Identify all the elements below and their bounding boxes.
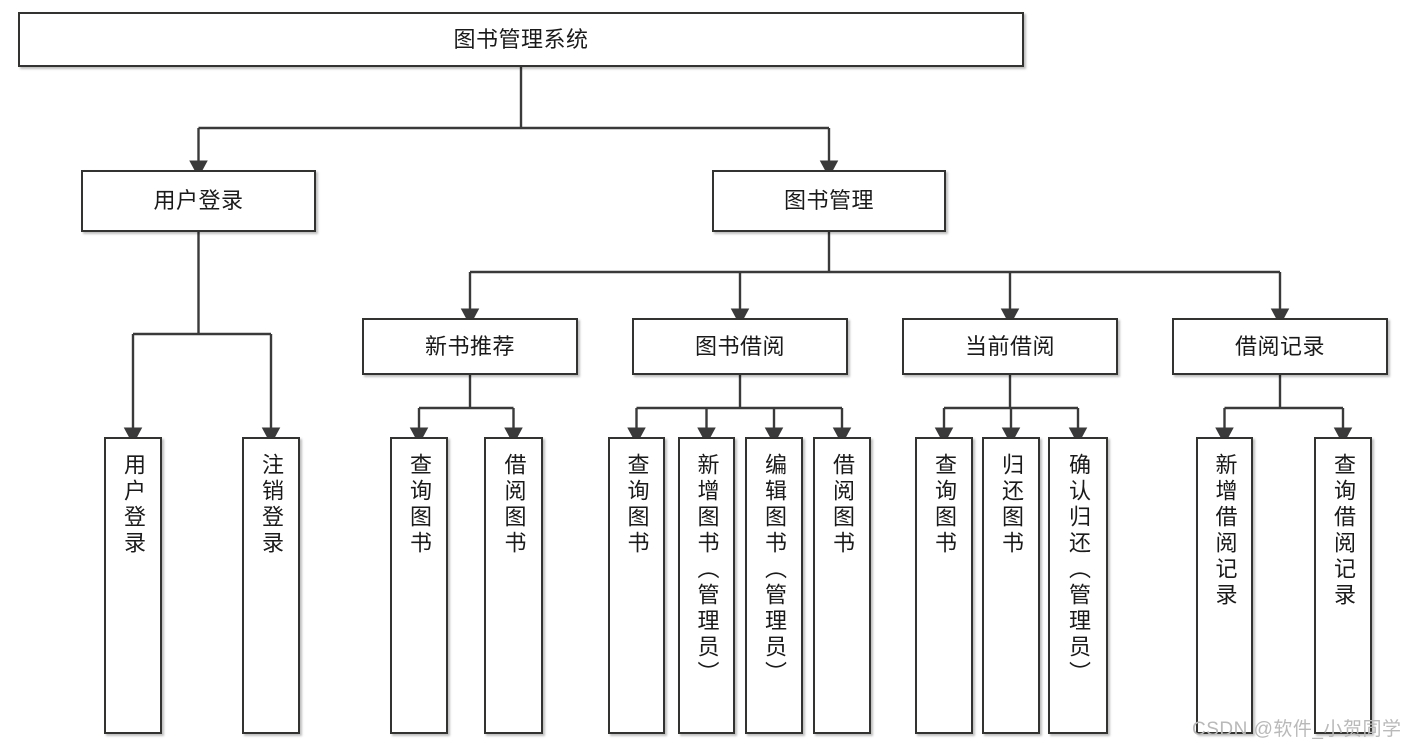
leaf-confirm-return[interactable]: 确认归还（管理员）: [1048, 437, 1108, 734]
leaf-add-borrow-record-label: 新增借阅记录: [1212, 453, 1238, 609]
node-borrow-record-label: 借阅记录: [1234, 333, 1325, 359]
node-current-borrow-label: 当前借阅: [964, 333, 1055, 359]
leaf-query-borrow-record-label: 查询借阅记录: [1331, 453, 1356, 609]
edge-group: [123, 67, 1353, 445]
node-borrow-record[interactable]: 借阅记录: [1172, 318, 1388, 375]
leaf-user-login[interactable]: 用户登录: [104, 437, 162, 734]
leaf-edit-book[interactable]: 编辑图书（管理员）: [745, 437, 803, 734]
node-book-manage[interactable]: 图书管理: [712, 170, 946, 232]
watermark: CSDN @软件_小贺同学: [1192, 719, 1402, 740]
node-root[interactable]: 图书管理系统: [18, 12, 1024, 67]
leaf-query-book-borrow[interactable]: 查询图书: [608, 437, 665, 734]
node-new-book-recommend[interactable]: 新书推荐: [362, 318, 578, 375]
leaf-borrow-book-recommend[interactable]: 借阅图书: [484, 437, 543, 734]
node-user-login[interactable]: 用户登录: [81, 170, 316, 232]
node-user-login-label: 用户登录: [153, 188, 244, 214]
leaf-borrow-book-recommend-label: 借阅图书: [501, 453, 527, 557]
node-book-borrow[interactable]: 图书借阅: [632, 318, 848, 375]
leaf-return-book-label: 归还图书: [999, 453, 1024, 557]
leaf-logout-label: 注销登录: [259, 453, 284, 557]
leaf-query-book-borrow-label: 查询图书: [624, 453, 650, 557]
node-book-borrow-label: 图书借阅: [694, 333, 785, 359]
node-new-book-recommend-label: 新书推荐: [424, 333, 515, 359]
leaf-return-book[interactable]: 归还图书: [982, 437, 1040, 734]
leaf-query-borrow-record[interactable]: 查询借阅记录: [1314, 437, 1372, 734]
leaf-edit-book-label: 编辑图书（管理员）: [762, 453, 787, 687]
leaf-borrow-book-label: 借阅图书: [830, 453, 855, 557]
leaf-borrow-book[interactable]: 借阅图书: [813, 437, 871, 734]
node-book-manage-label: 图书管理: [783, 188, 874, 214]
node-current-borrow[interactable]: 当前借阅: [902, 318, 1118, 375]
leaf-add-borrow-record[interactable]: 新增借阅记录: [1196, 437, 1253, 734]
leaf-query-book-recommend-label: 查询图书: [407, 453, 432, 557]
leaf-logout[interactable]: 注销登录: [242, 437, 300, 734]
leaf-user-login-label: 用户登录: [121, 453, 146, 557]
leaf-query-book-recommend[interactable]: 查询图书: [390, 437, 448, 734]
leaf-query-book-current-label: 查询图书: [932, 453, 957, 557]
leaf-add-book-label: 新增图书（管理员）: [694, 453, 720, 687]
node-root-label: 图书管理系统: [453, 26, 589, 52]
leaf-confirm-return-label: 确认归还（管理员）: [1066, 453, 1091, 687]
leaf-add-book[interactable]: 新增图书（管理员）: [678, 437, 735, 734]
leaf-query-book-current[interactable]: 查询图书: [915, 437, 973, 734]
